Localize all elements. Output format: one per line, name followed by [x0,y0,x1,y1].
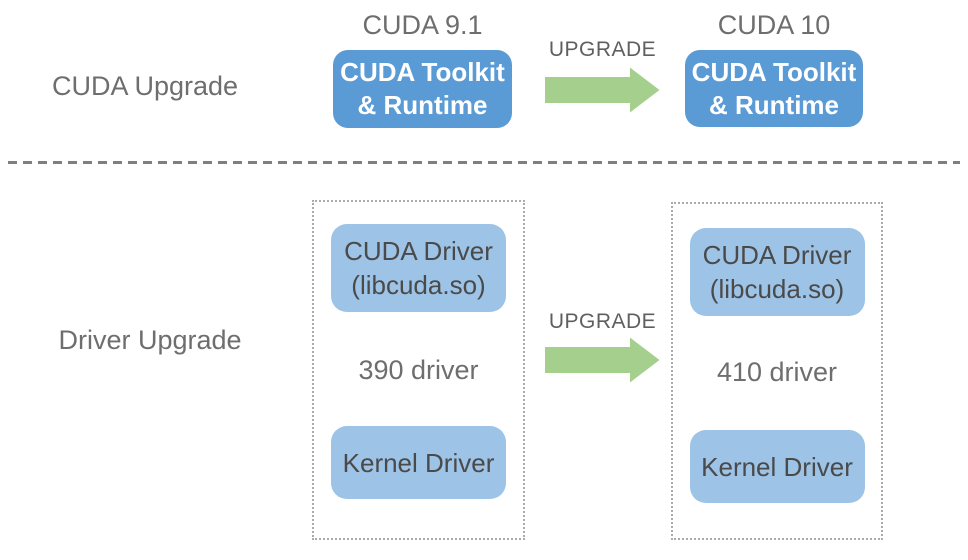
cuda-version-title-before: CUDA 9.1 [362,10,483,40]
driver-upgrade-row-label: Driver Upgrade [58,325,242,355]
cuda-driver-box-before-line1: CUDA Driver [344,236,493,266]
cuda-toolkit-box-before: CUDA Toolkit & Runtime [333,50,512,128]
upgrade-arrow-icon-top [545,67,660,113]
cuda-driver-box-before: CUDA Driver (libcuda.so) [331,224,506,312]
cuda-toolkit-box-before-line1: CUDA Toolkit [340,57,505,87]
upgrade-label-top: UPGRADE [548,38,657,61]
cuda-upgrade-row-label: CUDA Upgrade [51,71,239,101]
cuda-toolkit-box-after-line1: CUDA Toolkit [691,56,857,87]
kernel-driver-box-after-label: Kernel Driver [701,451,853,482]
cuda-version-title-after: CUDA 10 [717,10,831,40]
driver-version-before: 390 driver [358,355,479,385]
driver-stack-after: CUDA Driver (libcuda.so) 410 driver Kern… [671,202,883,540]
upgrade-arrow-icon-bottom [545,337,660,383]
cuda-driver-box-after: CUDA Driver (libcuda.so) [689,228,865,316]
upgrade-label-bottom: UPGRADE [548,310,657,333]
driver-stack-before: CUDA Driver (libcuda.so) 390 driver Kern… [312,200,525,540]
cuda-toolkit-box-after: CUDA Toolkit & Runtime [685,50,863,127]
cuda-driver-box-before-line2: (libcuda.so) [351,270,486,300]
kernel-driver-box-after: Kernel Driver [689,430,865,503]
cuda-toolkit-box-before-line2: & Runtime [357,90,488,120]
section-divider [8,161,960,164]
driver-version-after: 410 driver [716,357,838,387]
cuda-driver-box-after-line1: CUDA Driver [702,240,852,270]
cuda-toolkit-box-after-line2: & Runtime [709,89,839,120]
cuda-driver-box-after-line2: (libcuda.so) [709,274,845,304]
kernel-driver-box-before: Kernel Driver [331,426,506,499]
kernel-driver-box-before-label: Kernel Driver [342,447,495,478]
